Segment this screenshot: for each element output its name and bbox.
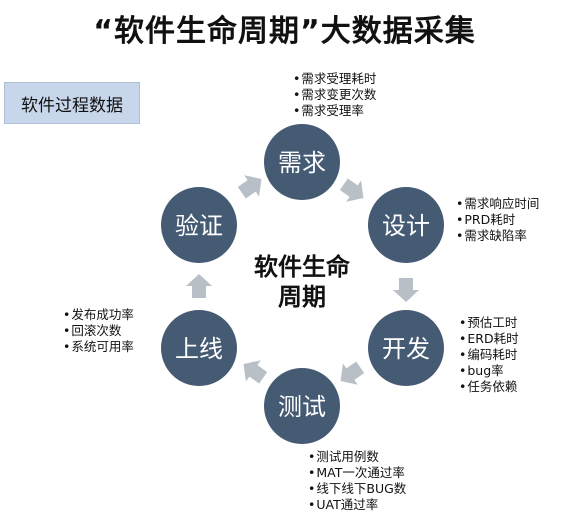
list-item: 需求变更次数 — [293, 87, 376, 103]
list-item: 测试用例数 — [308, 449, 406, 465]
list-item: MAT一次通过率 — [308, 465, 406, 481]
software-process-data-label: 软件过程数据 — [4, 82, 140, 124]
list-item: 系统可用率 — [63, 339, 134, 355]
list-item: 线下线下BUG数 — [308, 481, 406, 497]
arrow-release-to-verification — [186, 274, 212, 298]
arrow-design-to-development — [393, 278, 419, 302]
node-release: 上线 — [161, 310, 237, 386]
node-development-label: 开发 — [382, 335, 430, 363]
list-item: 需求受理率 — [293, 103, 376, 119]
list-item: 预估工时 — [459, 315, 519, 331]
node-testing-label: 测试 — [278, 393, 326, 421]
arrow-requirements-to-design — [339, 178, 364, 202]
list-item: ERD耗时 — [459, 331, 518, 347]
node-design-label: 设计 — [382, 212, 430, 240]
design-metrics-list: 需求响应时间 PRD耗时 需求缺陷率 — [456, 196, 539, 244]
cycle-arrows — [186, 175, 419, 385]
node-development: 开发 — [368, 310, 444, 386]
node-testing: 测试 — [264, 368, 340, 444]
page-title: “软件生命周期”大数据采集 — [93, 14, 476, 49]
list-item: UAT通过率 — [308, 497, 406, 513]
arrow-testing-to-release — [243, 360, 268, 384]
node-verification: 验证 — [161, 187, 237, 263]
node-design: 设计 — [368, 187, 444, 263]
list-item: 需求缺陷率 — [456, 228, 539, 244]
node-release-label: 上线 — [175, 335, 223, 363]
arrow-verification-to-requirements — [237, 175, 262, 199]
list-item: PRD耗时 — [456, 212, 539, 228]
node-requirements: 需求 — [264, 124, 340, 200]
arrow-development-to-testing — [340, 361, 365, 385]
release-metrics-list: 发布成功率 回滚次数 系统可用率 — [63, 307, 134, 355]
list-item: 需求响应时间 — [456, 196, 539, 212]
testing-metrics-list: 测试用例数 MAT一次通过率 线下线下BUG数 UAT通过率 — [308, 449, 406, 513]
list-item: bug率 — [459, 363, 519, 379]
center-label-line-2: 周期 — [278, 283, 326, 311]
list-item: 任务依赖 — [459, 379, 519, 395]
requirements-metrics-list: 需求受理耗时 需求变更次数 需求受理率 — [293, 71, 376, 119]
node-requirements-label: 需求 — [278, 149, 326, 177]
list-item: 回滚次数 — [63, 323, 134, 339]
list-item: 需求受理耗时 — [293, 71, 376, 87]
node-verification-label: 验证 — [175, 212, 223, 240]
development-metrics-list: 预估工时 ERD耗时 编码耗时 bug率 任务依赖 — [459, 315, 519, 395]
list-item: 发布成功率 — [63, 307, 134, 323]
center-label-line-1: 软件生命 — [254, 253, 351, 281]
list-item: 编码耗时 — [459, 347, 519, 363]
